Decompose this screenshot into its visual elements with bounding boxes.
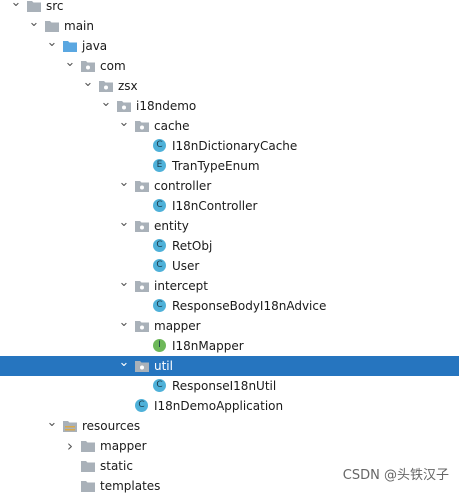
class-icon: C [153, 239, 166, 252]
tree-item-label: TranTypeEnum [172, 159, 260, 173]
enum-icon: E [153, 159, 166, 172]
chevron-down-icon[interactable]: ⌄ [118, 115, 130, 130]
tree-item-label: I18nDemoApplication [154, 399, 284, 413]
tree-item-label: intercept [154, 279, 208, 293]
interface-icon: I [153, 339, 166, 352]
folder-icon [80, 479, 96, 493]
resources-folder-icon [62, 419, 78, 433]
tree-item-label: util [154, 359, 173, 373]
tree-item-label: templates [100, 479, 161, 493]
chevron-down-icon[interactable]: ⌄ [118, 315, 130, 330]
package-icon [134, 219, 150, 233]
class-icon: C [153, 299, 166, 312]
tree-item-label: zsx [118, 79, 138, 93]
spring-boot-class-icon: C [135, 399, 148, 412]
package-icon [134, 279, 150, 293]
tree-row[interactable]: ⌄ zsx [0, 76, 459, 96]
chevron-down-icon[interactable]: ⌄ [118, 355, 130, 370]
chevron-down-icon[interactable]: ⌄ [64, 55, 76, 70]
tree-row[interactable]: C I18nController [0, 196, 459, 216]
tree-row[interactable]: static [0, 456, 459, 476]
class-icon: C [153, 139, 166, 152]
tree-item-label: java [82, 39, 108, 53]
tree-item-label: I18nMapper [172, 339, 244, 353]
folder-icon [44, 19, 60, 33]
source-folder-icon [62, 39, 78, 53]
tree-row[interactable]: ⌄ entity [0, 216, 459, 236]
tree-row[interactable]: ⌄ mapper [0, 316, 459, 336]
package-icon [98, 79, 114, 93]
tree-row[interactable]: ⌄ cache [0, 116, 459, 136]
tree-item-label: cache [154, 119, 190, 133]
folder-icon [80, 439, 96, 453]
watermark-text: CSDN @头铁汉子 [342, 468, 449, 483]
chevron-down-icon[interactable]: ⌄ [82, 75, 94, 90]
tree-row[interactable]: ⌄ java [0, 36, 459, 56]
tree-item-label: entity [154, 219, 189, 233]
tree-row[interactable]: ⌄ i18ndemo [0, 96, 459, 116]
tree-row[interactable]: C RetObj [0, 236, 459, 256]
tree-row[interactable]: ⌄ util [0, 356, 459, 376]
package-icon [134, 119, 150, 133]
chevron-down-icon[interactable]: ⌄ [10, 0, 22, 10]
tree-item-label: User [172, 259, 200, 273]
package-icon [134, 359, 150, 373]
folder-icon [80, 459, 96, 473]
chevron-down-icon[interactable]: ⌄ [118, 275, 130, 290]
tree-item-label: I18nDictionaryCache [172, 139, 298, 153]
tree-row[interactable]: C User [0, 256, 459, 276]
tree-row[interactable]: ⌄ main [0, 16, 459, 36]
class-icon: C [153, 379, 166, 392]
package-icon [116, 99, 132, 113]
class-icon: C [153, 259, 166, 272]
chevron-down-icon[interactable]: ⌄ [118, 215, 130, 230]
tree-item-label: mapper [154, 319, 201, 333]
chevron-down-icon[interactable]: ⌄ [100, 95, 112, 110]
tree-row[interactable]: ⌄ com [0, 56, 459, 76]
tree-row[interactable]: ⌄ src [0, 0, 459, 16]
package-icon [134, 319, 150, 333]
tree-row[interactable]: templates [0, 476, 459, 496]
tree-row[interactable]: C I18nDictionaryCache [0, 136, 459, 156]
tree-item-label: controller [154, 179, 212, 193]
class-icon: C [153, 199, 166, 212]
folder-icon [26, 0, 42, 13]
tree-row[interactable]: › mapper [0, 436, 459, 456]
tree-row[interactable]: ⌄ resources [0, 416, 459, 436]
tree-item-label: ResponseBodyI18nAdvice [172, 299, 327, 313]
chevron-down-icon[interactable]: ⌄ [118, 175, 130, 190]
tree-item-label: i18ndemo [136, 99, 197, 113]
tree-row[interactable]: E TranTypeEnum [0, 156, 459, 176]
tree-item-label: static [100, 459, 133, 473]
tree-row[interactable]: ⌄ controller [0, 176, 459, 196]
tree-row[interactable]: I I18nMapper [0, 336, 459, 356]
chevron-down-icon[interactable]: ⌄ [46, 35, 58, 50]
chevron-right-icon[interactable]: › [67, 437, 73, 455]
tree-row[interactable]: C ResponseI18nUtil [0, 376, 459, 396]
tree-item-label: I18nController [172, 199, 258, 213]
package-icon [80, 59, 96, 73]
tree-item-label: ResponseI18nUtil [172, 379, 277, 393]
package-icon [134, 179, 150, 193]
tree-item-label: RetObj [172, 239, 213, 253]
tree-row[interactable]: ⌄ intercept [0, 276, 459, 296]
tree-row[interactable]: C I18nDemoApplication [0, 396, 459, 416]
chevron-down-icon[interactable]: ⌄ [46, 415, 58, 430]
tree-item-label: mapper [100, 439, 147, 453]
tree-row[interactable]: C ResponseBodyI18nAdvice [0, 296, 459, 316]
tree-item-label: com [100, 59, 126, 73]
chevron-down-icon[interactable]: ⌄ [28, 15, 40, 30]
tree-item-label: main [64, 19, 94, 33]
tree-item-label: src [46, 0, 64, 13]
tree-item-label: resources [82, 419, 141, 433]
